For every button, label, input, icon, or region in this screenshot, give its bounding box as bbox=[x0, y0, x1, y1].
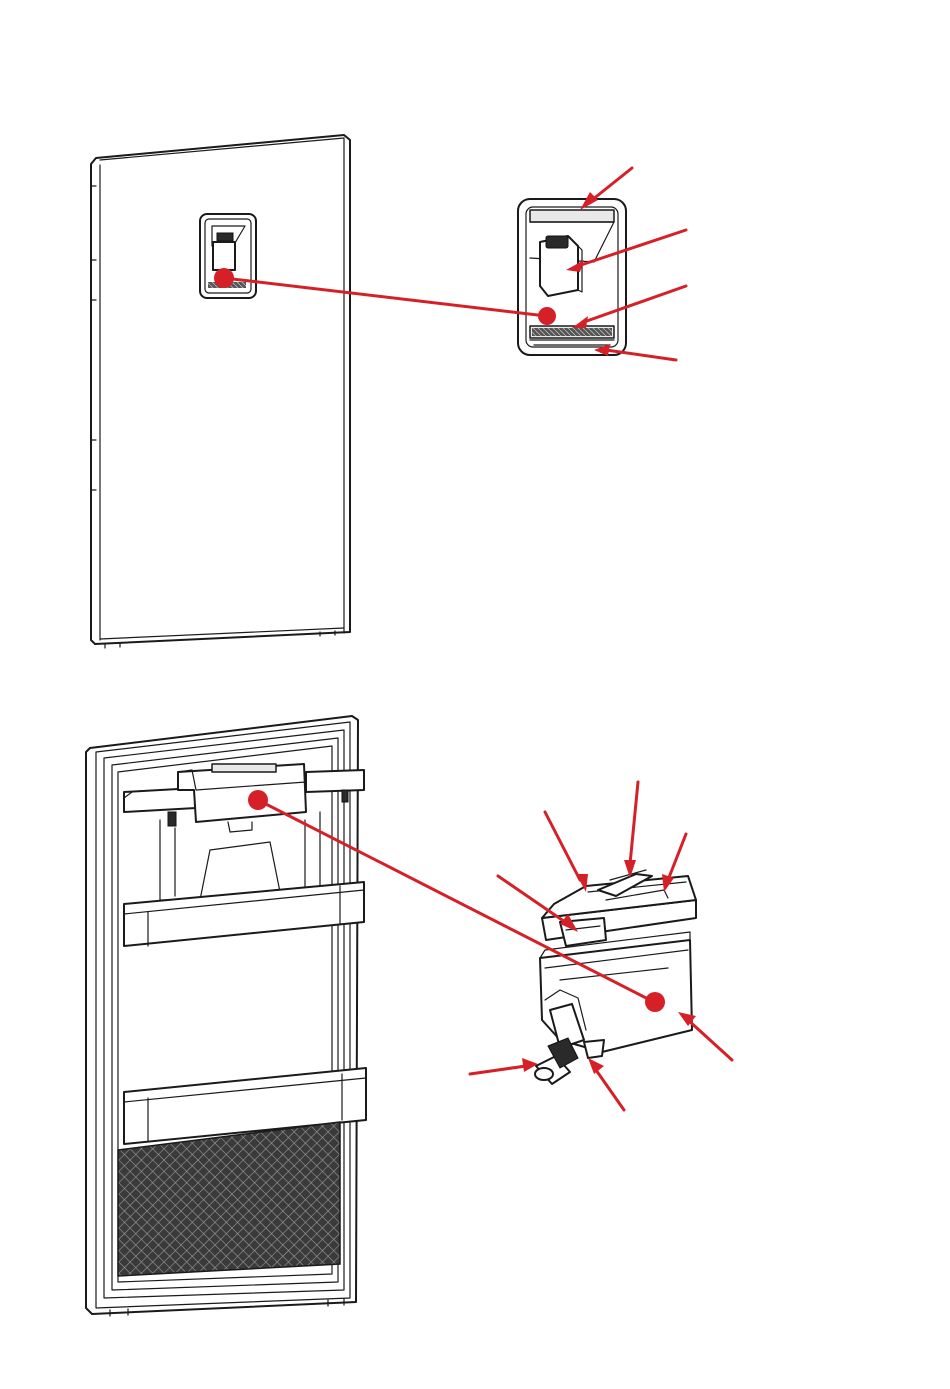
arrow-tank-body bbox=[688, 1020, 732, 1060]
arrow-tank-outlet bbox=[596, 1070, 624, 1110]
tank-tap bbox=[535, 1038, 578, 1084]
arrow-lid-latch bbox=[498, 876, 568, 924]
water-tank-detail bbox=[535, 870, 696, 1084]
arrow-dispenser-top bbox=[592, 168, 632, 200]
dispenser-detail bbox=[518, 199, 626, 355]
callout-dot-tank-detail bbox=[645, 992, 665, 1012]
interior-door bbox=[86, 716, 366, 1316]
callout-dot-dispenser-detail bbox=[538, 307, 556, 325]
arrow-lid-left bbox=[545, 812, 580, 880]
arrow-lid-handle bbox=[630, 782, 638, 864]
exterior-door bbox=[91, 135, 350, 648]
arrow-tank-tap bbox=[470, 1066, 526, 1074]
arrow-lid-right bbox=[668, 834, 686, 880]
